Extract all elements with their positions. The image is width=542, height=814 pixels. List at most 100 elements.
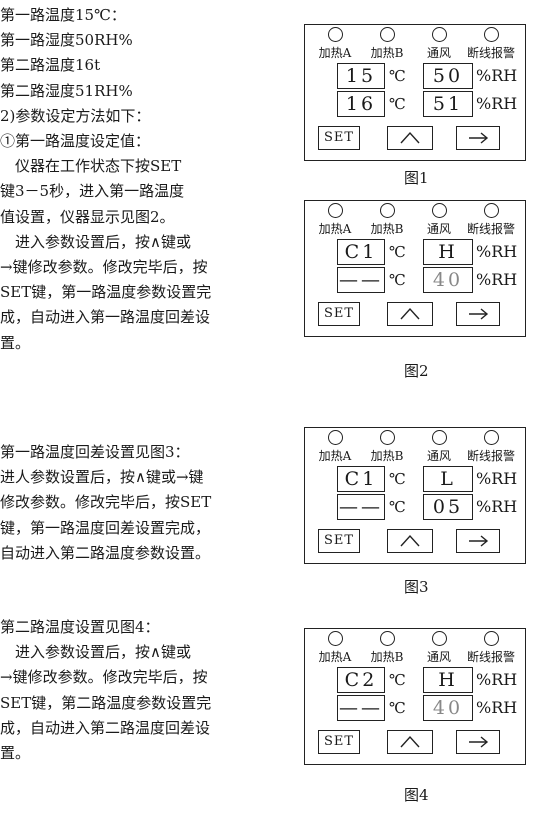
indicator-vent: 通风 [413, 631, 465, 665]
text-line: 自动进入第二路温度参数设置。 [0, 543, 211, 562]
unit-celsius: ℃ [389, 498, 406, 516]
text-line: ①第一路温度设定值： [0, 132, 151, 151]
right-button[interactable] [456, 730, 500, 754]
text-line: 第二路温度16t [0, 56, 101, 75]
up-button[interactable] [387, 730, 433, 754]
led-icon [327, 27, 343, 42]
display-value: —— [339, 697, 383, 719]
text-line: 进入参数设置后，按∧键或 [0, 232, 191, 251]
unit-celsius: ℃ [389, 67, 406, 85]
indicator-heat-b: 加热B [361, 203, 413, 237]
led-icon [379, 203, 395, 218]
indicator-row: 加热A 加热B 通风 断线报警 [305, 27, 525, 65]
text-line: SET键，第二路温度参数设置完 [0, 693, 212, 712]
right-button[interactable] [456, 302, 500, 326]
indicator-label: 加热A [318, 650, 352, 664]
indicator-heat-a: 加热A [309, 27, 361, 61]
indicator-vent: 通风 [413, 430, 465, 464]
up-button[interactable] [387, 302, 433, 326]
up-caret-icon [400, 534, 420, 547]
display-hum-1: L [423, 466, 473, 492]
display-value: H [438, 241, 458, 263]
display-value: —— [339, 269, 383, 291]
unit-rh: %RH [476, 469, 518, 488]
set-button[interactable]: SET [318, 302, 360, 326]
unit-celsius: ℃ [389, 470, 406, 488]
indicator-heat-a: 加热A [309, 430, 361, 464]
unit-celsius: ℃ [389, 671, 406, 689]
text-line: 第一路温度回差设置见图3： [0, 443, 190, 461]
led-icon [327, 631, 343, 646]
display-value: 05 [432, 496, 464, 518]
text-line: 第一路湿度50RH% [0, 31, 133, 50]
up-button[interactable] [387, 529, 433, 553]
indicator-label: 断线报警 [466, 449, 515, 463]
right-arrow-icon [469, 132, 489, 144]
indicator-label: 通风 [426, 222, 451, 236]
figure-caption: 图2 [404, 362, 429, 380]
display-value: L [440, 468, 456, 490]
display-temp-2: 16 [337, 91, 385, 117]
display-temp-1: 15 [337, 63, 385, 89]
display-hum-2: 40 [423, 695, 473, 721]
set-button[interactable]: SET [318, 126, 360, 150]
right-button[interactable] [456, 529, 500, 553]
right-arrow-icon [469, 308, 489, 320]
display-temp-1: C2 [337, 667, 385, 693]
indicator-break-alarm: 断线报警 [465, 27, 517, 61]
display-value: 15 [345, 65, 377, 87]
set-button[interactable]: SET [318, 730, 360, 754]
display-value: 40 [432, 697, 464, 719]
led-icon [327, 430, 343, 445]
display-temp-2: —— [337, 695, 385, 721]
indicator-label: 通风 [426, 46, 451, 60]
right-button[interactable] [456, 126, 500, 150]
unit-rh: %RH [476, 670, 518, 689]
indicator-break-alarm: 断线报警 [465, 430, 517, 464]
text-block-1: 第一路温度15℃： 第一路湿度50RH% 第二路温度16t 第二路湿度51RH%… [0, 3, 211, 356]
display-temp-1: C1 [337, 466, 385, 492]
led-icon [431, 430, 447, 445]
led-icon [379, 27, 395, 42]
indicator-heat-a: 加热A [309, 203, 361, 237]
right-arrow-icon [469, 736, 489, 748]
indicator-label: 断线报警 [466, 222, 515, 236]
controller-panel-fig3: 加热A 加热B 通风 断线报警 C1 ℃ L %RH —— ℃ 05 %RH S… [304, 427, 526, 564]
unit-rh: %RH [476, 698, 518, 717]
indicator-label: 加热B [370, 449, 404, 463]
indicator-label: 通风 [426, 449, 451, 463]
unit-rh: %RH [476, 242, 518, 261]
led-icon [483, 27, 499, 42]
led-icon [483, 203, 499, 218]
text-block-2: 第一路温度回差设置见图3： 进人参数设置后，按∧键或→键 修改参数。修改完毕后，… [0, 440, 211, 566]
indicator-label: 加热B [370, 46, 404, 60]
text-line: 键3－5秒，进入第一路温度 [0, 182, 185, 201]
indicator-heat-b: 加热B [361, 27, 413, 61]
text-line: 第二路湿度51RH% [0, 81, 133, 100]
indicator-label: 断线报警 [466, 46, 515, 60]
unit-celsius: ℃ [389, 243, 406, 261]
text-line: 值设置，仪器显示见图2。 [0, 207, 175, 226]
unit-celsius: ℃ [389, 699, 406, 717]
unit-celsius: ℃ [389, 95, 406, 113]
display-value: H [438, 669, 458, 691]
text-line: 进人参数设置后，按∧键或→键 [0, 468, 204, 487]
controller-panel-fig1: 加热A 加热B 通风 断线报警 15 ℃ 50 %RH 16 ℃ 51 %RH … [304, 24, 526, 161]
indicator-vent: 通风 [413, 27, 465, 61]
text-line: 修改参数。修改完毕后，按SET [0, 493, 212, 512]
right-arrow-icon [469, 535, 489, 547]
led-icon [379, 631, 395, 646]
text-line: 2)参数设定方法如下： [0, 106, 151, 125]
display-hum-2: 05 [423, 494, 473, 520]
up-button[interactable] [387, 126, 433, 150]
text-line: 置。 [0, 744, 31, 763]
display-temp-2: —— [337, 267, 385, 293]
display-hum-2: 40 [423, 267, 473, 293]
set-button[interactable]: SET [318, 529, 360, 553]
led-icon [327, 203, 343, 218]
display-temp-1: C1 [337, 239, 385, 265]
indicator-heat-a: 加热A [309, 631, 361, 665]
display-temp-2: —— [337, 494, 385, 520]
text-block-3: 第二路温度设置见图4： 进入参数设置后，按∧键或 →键修改参数。修改完毕后，按 … [0, 615, 211, 766]
indicator-label: 加热B [370, 222, 404, 236]
